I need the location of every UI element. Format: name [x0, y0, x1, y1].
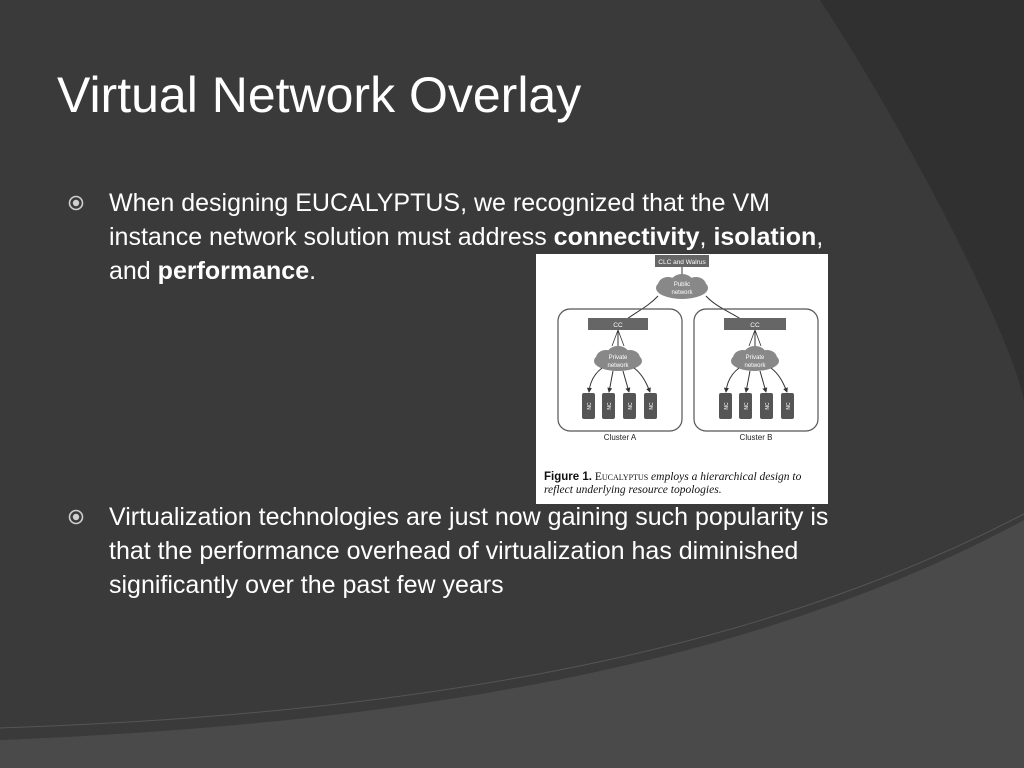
link-arrow — [770, 367, 788, 393]
figure-label: Figure 1. — [544, 471, 592, 483]
cluster-b-label: Cluster B — [740, 433, 773, 442]
cluster-a-private-network-label-line1: Private — [609, 355, 628, 361]
bullet-text: Virtualization technologies are just now… — [109, 503, 829, 599]
separator: , — [699, 223, 714, 251]
cluster-a-nodes: NC NC NC NC — [582, 393, 657, 419]
link-line — [611, 329, 625, 347]
term-connectivity: connectivity — [553, 223, 700, 251]
cluster-b-cc-node — [724, 318, 786, 330]
cluster-b-private-network-cloud — [731, 346, 779, 371]
link-arrow — [723, 367, 740, 393]
public-network-cloud — [656, 274, 708, 299]
cluster-a-cc-label: CC — [613, 322, 623, 329]
separator: , and — [109, 223, 824, 285]
node-controller-server — [602, 393, 615, 419]
node-label: NC — [587, 402, 593, 410]
swoosh-line — [0, 513, 1024, 729]
node-controller-server — [739, 393, 752, 419]
cluster-b-private-network-label-line1: Private — [746, 355, 765, 361]
cluster-a-private-network-label-line2: network — [607, 363, 629, 369]
node-label: NC — [607, 402, 613, 410]
node-label: NC — [724, 402, 730, 410]
bottom-swoosh-shape — [0, 520, 1024, 768]
public-network-label-line1: Public — [674, 282, 690, 288]
circle-bullet-icon — [68, 509, 84, 525]
bullet-text: When designing EUCALYPTUS, we recognized… — [109, 186, 838, 288]
main-panel-shape — [0, 0, 1024, 740]
link-arrow — [759, 370, 768, 393]
cluster-a-boundary — [557, 308, 683, 432]
figure-caption-text: employs a hierarchical design to reflect… — [544, 471, 802, 496]
link-arrow — [586, 367, 603, 393]
node-controller-server — [644, 393, 657, 419]
hierarchy-diagram: CLC and Walrus Public network CC Private… — [557, 255, 819, 442]
bullet-item-virtualization: Virtualization technologies are just now… — [68, 500, 848, 602]
node-controller-server — [760, 393, 773, 419]
node-controller-server — [781, 393, 794, 419]
node-label: NC — [649, 402, 655, 410]
cluster-a-private-network-cloud — [594, 346, 642, 371]
link-arrow — [744, 370, 751, 393]
link-arrow — [633, 367, 651, 393]
cluster-b-nodes: NC NC NC NC — [719, 393, 794, 419]
corner-shape — [820, 0, 1024, 400]
clc-walrus-node — [655, 255, 709, 267]
node-controller-server — [623, 393, 636, 419]
term-isolation: isolation — [713, 223, 817, 251]
link-arrow — [622, 370, 631, 393]
link-arrow — [607, 370, 614, 393]
slide-title: Virtual Network Overlay — [57, 67, 582, 123]
node-label: NC — [628, 402, 634, 410]
node-controller-server — [582, 393, 595, 419]
node-label: NC — [744, 402, 750, 410]
bullet-text-intro: When designing EUCALYPTUS, we recognized… — [109, 189, 770, 251]
public-network-label-line2: network — [671, 290, 693, 296]
cluster-a-label: Cluster A — [604, 433, 637, 442]
cluster-b-private-network-label-line2: network — [744, 363, 766, 369]
bullet-item-connectivity: When designing EUCALYPTUS, we recognized… — [68, 186, 838, 288]
node-label: NC — [765, 402, 771, 410]
period: . — [309, 257, 317, 285]
term-performance: performance — [157, 257, 310, 285]
node-label: NC — [786, 402, 792, 410]
cluster-b-cc-label: CC — [750, 322, 760, 329]
link-line — [748, 329, 762, 347]
node-controller-server — [719, 393, 732, 419]
circle-bullet-icon — [68, 195, 84, 211]
figure-caption: Figure 1. Eucalyptus employs a hierarchi… — [544, 471, 824, 497]
cluster-b-boundary — [693, 308, 819, 432]
figure-system-name: Eucalyptus — [594, 471, 649, 483]
architecture-figure: CLC and Walrus Public network CC Private… — [536, 254, 828, 504]
cluster-a-cc-node — [588, 318, 648, 330]
clc-walrus-label: CLC and Walrus — [658, 259, 706, 266]
